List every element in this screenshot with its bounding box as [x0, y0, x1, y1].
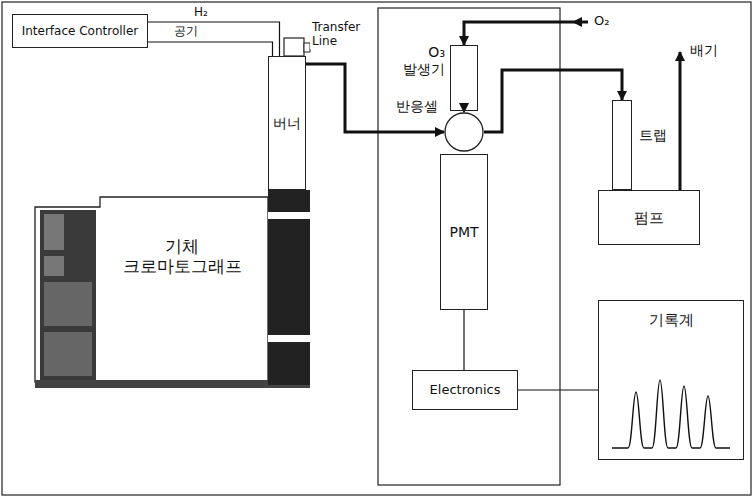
recorder-box: 기록계: [598, 300, 744, 460]
signal-wire: [518, 389, 598, 390]
gas-label: O₂: [592, 13, 611, 29]
trap-tube: 트랩: [612, 100, 632, 190]
tower-band: [268, 212, 310, 219]
burner-fitting: [284, 38, 304, 56]
gc-panel: [40, 210, 96, 380]
detector-housing: [378, 8, 560, 485]
line-label: 공기: [172, 24, 200, 38]
cell-outline: [444, 112, 484, 152]
box-title: Interface Controller: [22, 24, 139, 38]
cell-circle: [445, 113, 483, 151]
hydrogen-line: [148, 22, 280, 56]
box-title: PMT: [449, 224, 478, 241]
burner-box: 버너: [268, 56, 306, 190]
tower-band: [268, 335, 310, 342]
pmt-box: PMT: [440, 154, 488, 310]
oxygen-feed-line: [464, 22, 588, 45]
controller-box: Interface Controller: [12, 14, 148, 48]
exhaust-gas-line: [484, 70, 622, 132]
pump-box: 펌프: [598, 190, 700, 245]
box-heading: 반응셀: [386, 98, 438, 115]
gc-box: 기체 크로마토그래프: [96, 200, 268, 382]
reaction-cell: 반응셀: [444, 112, 484, 152]
line-label: H₂: [192, 5, 210, 19]
box-title: 버너: [273, 115, 301, 132]
air-line: [148, 42, 273, 56]
signal-wire: [463, 310, 464, 370]
gc-panel-block: [44, 256, 64, 276]
line-label: Transfer Line: [310, 20, 372, 49]
chromatogram-trace: [612, 380, 730, 448]
box-heading: 트랩: [639, 127, 679, 144]
gc-panel-block: [44, 282, 92, 326]
electronics-box: Electronics: [412, 370, 518, 410]
box-heading: O₃ 발생기: [395, 44, 445, 78]
gc-body: [35, 197, 268, 382]
exhaust-line: [679, 52, 682, 190]
box-title: Electronics: [430, 382, 501, 398]
gc-panel-block: [44, 214, 64, 250]
ozone-line: [463, 111, 465, 112]
oxygen-arrowhead: [572, 17, 582, 27]
ozone-generator: O₃ 발생기: [450, 45, 478, 111]
exhaust-label: 배기: [688, 42, 720, 59]
box-title: 펌프: [634, 209, 664, 227]
gc-panel-block: [44, 332, 92, 376]
box-title: 기체 크로마토그래프: [107, 236, 257, 277]
gc-oven-tower: [268, 190, 310, 385]
box-title: 기록계: [649, 311, 694, 329]
